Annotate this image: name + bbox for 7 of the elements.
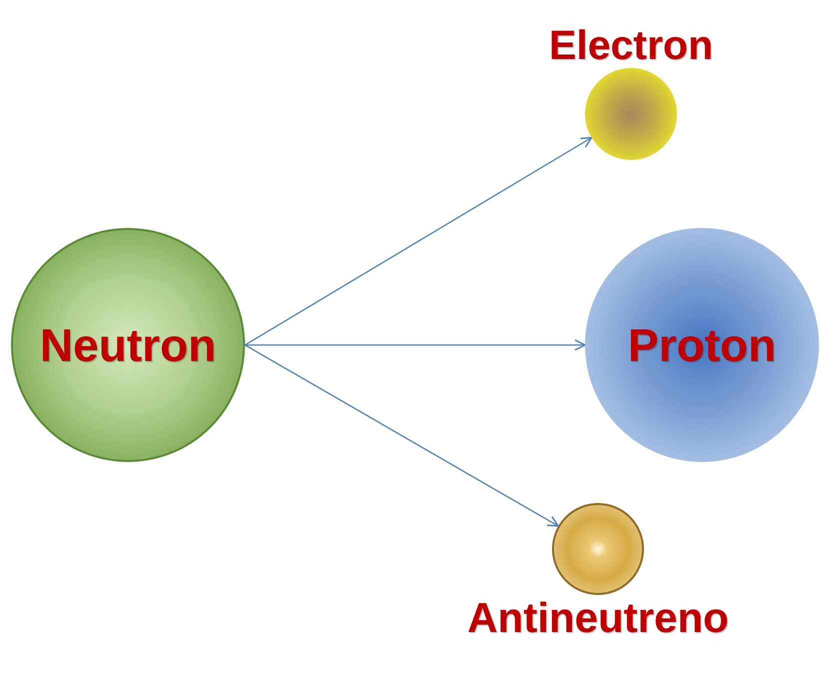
particle-name: Antineutreno	[467, 595, 729, 642]
arrow	[244, 136, 592, 346]
particle-name: Neutron	[40, 320, 216, 370]
arrow	[245, 339, 586, 351]
particle-name: Electron	[548, 22, 714, 68]
particle-name: Proton	[628, 320, 776, 370]
arrow	[244, 344, 559, 527]
